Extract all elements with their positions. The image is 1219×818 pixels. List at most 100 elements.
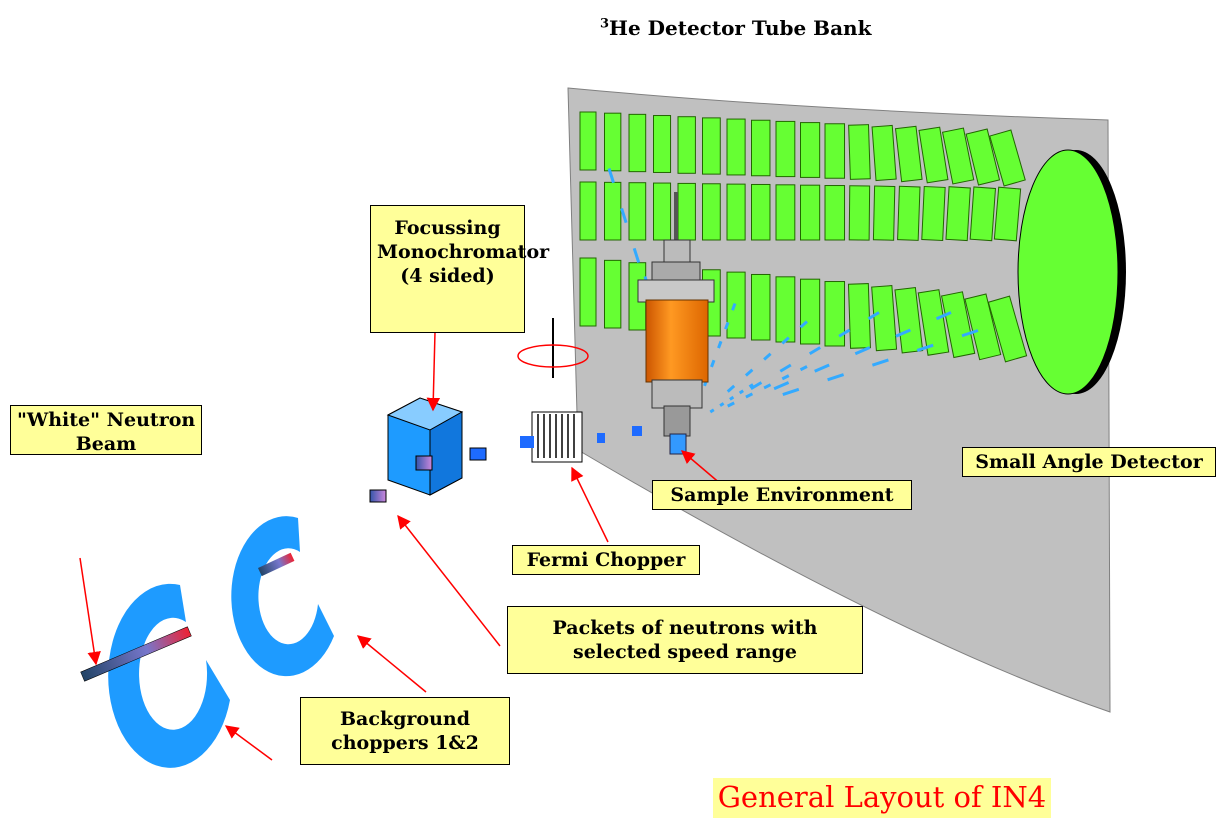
detector-tube bbox=[653, 182, 672, 241]
beam-dash bbox=[729, 395, 735, 401]
detector-tube bbox=[894, 125, 923, 183]
detector-tube bbox=[579, 181, 597, 241]
beam-dash bbox=[779, 363, 792, 373]
detector-bank-label: 3He Detector Tube Bank bbox=[600, 16, 872, 40]
detector-tube bbox=[702, 183, 721, 241]
beam-dash bbox=[744, 368, 754, 377]
beam-dash bbox=[748, 383, 754, 389]
detector-tube bbox=[871, 124, 897, 182]
diagram-title: General Layout of IN4 bbox=[713, 778, 1051, 818]
detector-tube bbox=[800, 122, 821, 178]
detector-bank-wall bbox=[567, 87, 1111, 713]
beam-dash bbox=[620, 207, 628, 224]
small-angle-detector bbox=[1017, 149, 1119, 395]
white-neutron-beam bbox=[80, 626, 192, 682]
detector-tube bbox=[989, 129, 1026, 187]
detector-tube bbox=[604, 112, 622, 172]
beam-dash bbox=[632, 247, 641, 264]
white-beam-label: "White" Neutron Beam bbox=[10, 405, 202, 455]
beam-dash bbox=[781, 336, 790, 345]
detector-tube bbox=[987, 295, 1028, 363]
beam-dash bbox=[710, 359, 716, 368]
beam-dash bbox=[935, 311, 952, 321]
beam-dash bbox=[782, 387, 800, 396]
detector-tube bbox=[824, 185, 846, 241]
detector-tube bbox=[993, 186, 1022, 242]
detector-tube bbox=[871, 285, 898, 352]
detector-tube bbox=[775, 276, 796, 343]
neutron-packet bbox=[632, 426, 642, 436]
beam-dash bbox=[731, 302, 737, 311]
neutron-packet bbox=[597, 433, 605, 443]
beam-dash bbox=[763, 383, 772, 390]
detector-tube bbox=[677, 182, 696, 241]
detector-tube bbox=[775, 184, 796, 241]
detector-tube bbox=[653, 115, 672, 173]
beam-dash bbox=[724, 321, 730, 330]
detector-tube bbox=[965, 128, 1001, 186]
detector-tube bbox=[702, 117, 721, 175]
detector-tube bbox=[940, 291, 976, 359]
arrow-background-1 bbox=[224, 725, 273, 761]
detector-tube bbox=[800, 278, 821, 345]
detector-tube bbox=[894, 287, 924, 354]
detector-tube bbox=[726, 271, 746, 339]
arrow-fermi-chopper bbox=[571, 466, 609, 543]
detector-tube bbox=[921, 185, 946, 241]
detector-tube bbox=[604, 181, 622, 241]
beam-dash bbox=[717, 340, 723, 349]
fermi-chopper bbox=[517, 318, 589, 463]
beam-dash bbox=[916, 343, 934, 352]
beam-dash bbox=[773, 381, 790, 391]
arrow-sample-environment bbox=[680, 450, 723, 486]
small-angle-label: Small Angle Detector bbox=[962, 447, 1216, 477]
sample-environment-cryostat bbox=[637, 192, 715, 455]
detector-tube bbox=[872, 185, 896, 241]
packets-label: Packets of neutrons with selected speed … bbox=[507, 606, 863, 674]
beam-dash bbox=[808, 346, 821, 356]
arrow-background-2 bbox=[356, 635, 427, 693]
beam-dash bbox=[838, 328, 851, 338]
beam-dash bbox=[750, 381, 763, 391]
neutron-packet bbox=[369, 489, 387, 503]
detector-tube bbox=[945, 186, 971, 242]
detector-tube bbox=[604, 259, 622, 329]
sample-environment-label: Sample Environment bbox=[652, 480, 912, 510]
detector-tube bbox=[964, 293, 1002, 361]
beam-dash bbox=[961, 329, 979, 338]
beam-dash bbox=[895, 328, 911, 338]
detector-tube bbox=[847, 283, 871, 349]
beam-dash bbox=[814, 363, 830, 373]
background-chopper-1 bbox=[108, 583, 230, 768]
beam-dash bbox=[738, 389, 745, 395]
detector-tube bbox=[824, 123, 846, 179]
beam-dash bbox=[763, 352, 772, 361]
detector-tube bbox=[941, 127, 975, 185]
beam-dash bbox=[867, 311, 880, 321]
beam-dash bbox=[871, 358, 889, 367]
detector-tube bbox=[677, 116, 696, 174]
beam-dash bbox=[719, 402, 725, 407]
detector-tube bbox=[824, 281, 846, 347]
detector-tube bbox=[726, 183, 746, 241]
detector-tube bbox=[918, 126, 949, 184]
detector-tube bbox=[775, 120, 796, 178]
detector-tube bbox=[969, 186, 997, 242]
background-chopper-2 bbox=[231, 516, 334, 677]
beam-dash bbox=[781, 374, 790, 381]
detector-tube bbox=[800, 184, 821, 241]
arrow-packets bbox=[397, 514, 501, 647]
arrow-monochromator bbox=[426, 331, 441, 412]
background-choppers-label: Background choppers 1&2 bbox=[300, 697, 510, 765]
detector-tube bbox=[897, 185, 921, 241]
arrow-white-beam bbox=[79, 557, 101, 666]
detector-tube bbox=[579, 257, 597, 327]
detector-tube bbox=[726, 118, 746, 176]
detector-tube bbox=[751, 183, 771, 241]
beam-dash bbox=[709, 408, 715, 414]
beam-dash bbox=[607, 168, 615, 184]
beam-dash bbox=[726, 384, 736, 393]
beam-dash bbox=[827, 373, 845, 382]
beam-dash bbox=[799, 320, 808, 329]
beam-dash bbox=[799, 365, 808, 372]
